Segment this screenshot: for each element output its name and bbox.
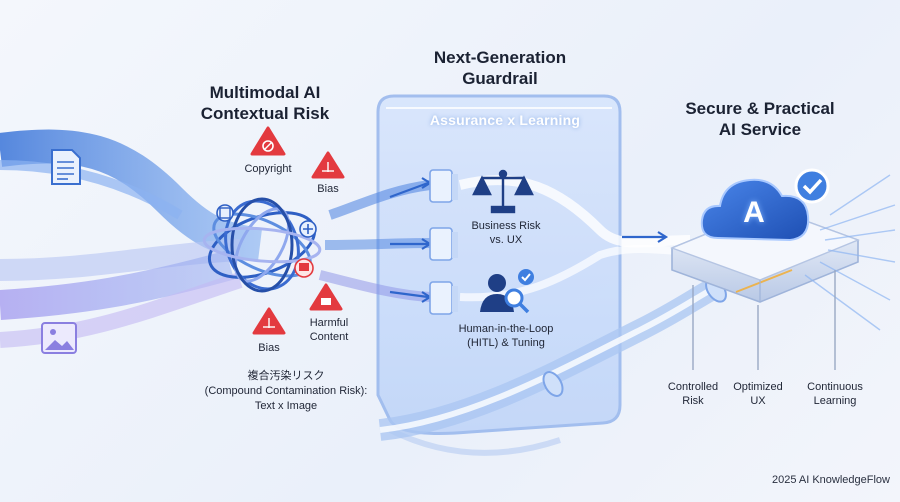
document-icon: [51, 149, 81, 185]
filter-block-3: [429, 281, 458, 315]
copyright-warning-icon: [250, 126, 286, 156]
left-title-line2: Contextual Risk: [200, 104, 330, 123]
bias-label-bottom: Bias: [258, 342, 280, 354]
human-review-icon: [480, 269, 534, 314]
bias-label-top: Bias: [317, 183, 339, 195]
left-title: Multimodal AI Contextual Risk: [185, 82, 345, 124]
footer-credit: 2025 AI KnowledgeFlow: [771, 474, 890, 486]
output-optimized-ux: Optimized UX: [728, 380, 788, 408]
business-risk-line2: vs. UX: [489, 234, 523, 246]
filter-block-1: [429, 169, 458, 203]
ai-badge-letter: A: [743, 196, 765, 229]
output-continuous-learning: Continuous Learning: [800, 380, 870, 408]
bias-warning-icon-top: [311, 151, 345, 179]
hitl-line1: Human-in-the-Loop: [458, 323, 554, 335]
compound-risk-caption: 複合汚染リスク (Compound Contamination Risk): T…: [196, 369, 376, 414]
middle-title-line1: Next-Generation: [433, 48, 567, 67]
middle-title-line2: Guardrail: [462, 69, 538, 88]
sparkle-streaks: [804, 174, 896, 331]
check-badge-icon: [794, 168, 830, 204]
business-risk-line1: Business Risk: [471, 220, 541, 232]
compound-risk-sub: Text x Image: [254, 400, 318, 412]
output-controlled-risk: Controlled Risk: [658, 380, 728, 408]
right-title-line2: AI Service: [718, 120, 802, 139]
balance-scale-icon: [472, 169, 534, 214]
left-title-line1: Multimodal AI: [209, 83, 321, 102]
ai-cloud-icon: [700, 178, 810, 242]
panel-label: Assurance x Learning: [429, 112, 581, 128]
right-title: Secure & Practical AI Service: [670, 98, 850, 140]
compound-risk-en: (Compound Contamination Risk):: [204, 385, 368, 397]
right-title-line1: Secure & Practical: [685, 99, 835, 118]
bias-warning-icon-bottom: [252, 307, 286, 335]
output1-line1: Controlled: [667, 381, 719, 393]
output3-line2: Learning: [813, 395, 857, 407]
hitl-line2: (HITL) & Tuning: [467, 337, 545, 349]
output2-line2: UX: [750, 395, 766, 407]
harmful-content-label: Harmful Content: [294, 316, 364, 344]
knot-node-icons: [216, 204, 317, 278]
filter-block-2: [429, 227, 458, 261]
output-connectors: [692, 270, 836, 370]
middle-title: Next-Generation Guardrail: [420, 47, 580, 89]
image-icon: [41, 322, 77, 354]
copyright-label: Copyright: [244, 163, 292, 175]
compound-risk-jp: 複合汚染リスク: [247, 370, 325, 382]
harmful-content-warning-icon: [309, 283, 343, 311]
business-risk-label: Business Risk vs. UX: [466, 219, 546, 247]
guardrail-flows: [318, 175, 691, 303]
output1-line2: Risk: [682, 395, 704, 407]
output3-line1: Continuous: [807, 381, 863, 393]
output2-line1: Optimized: [733, 381, 783, 393]
harmful-label-line2: Content: [309, 331, 349, 343]
hitl-label: Human-in-the-Loop (HITL) & Tuning: [446, 322, 566, 350]
harmful-label-line1: Harmful: [309, 317, 349, 329]
